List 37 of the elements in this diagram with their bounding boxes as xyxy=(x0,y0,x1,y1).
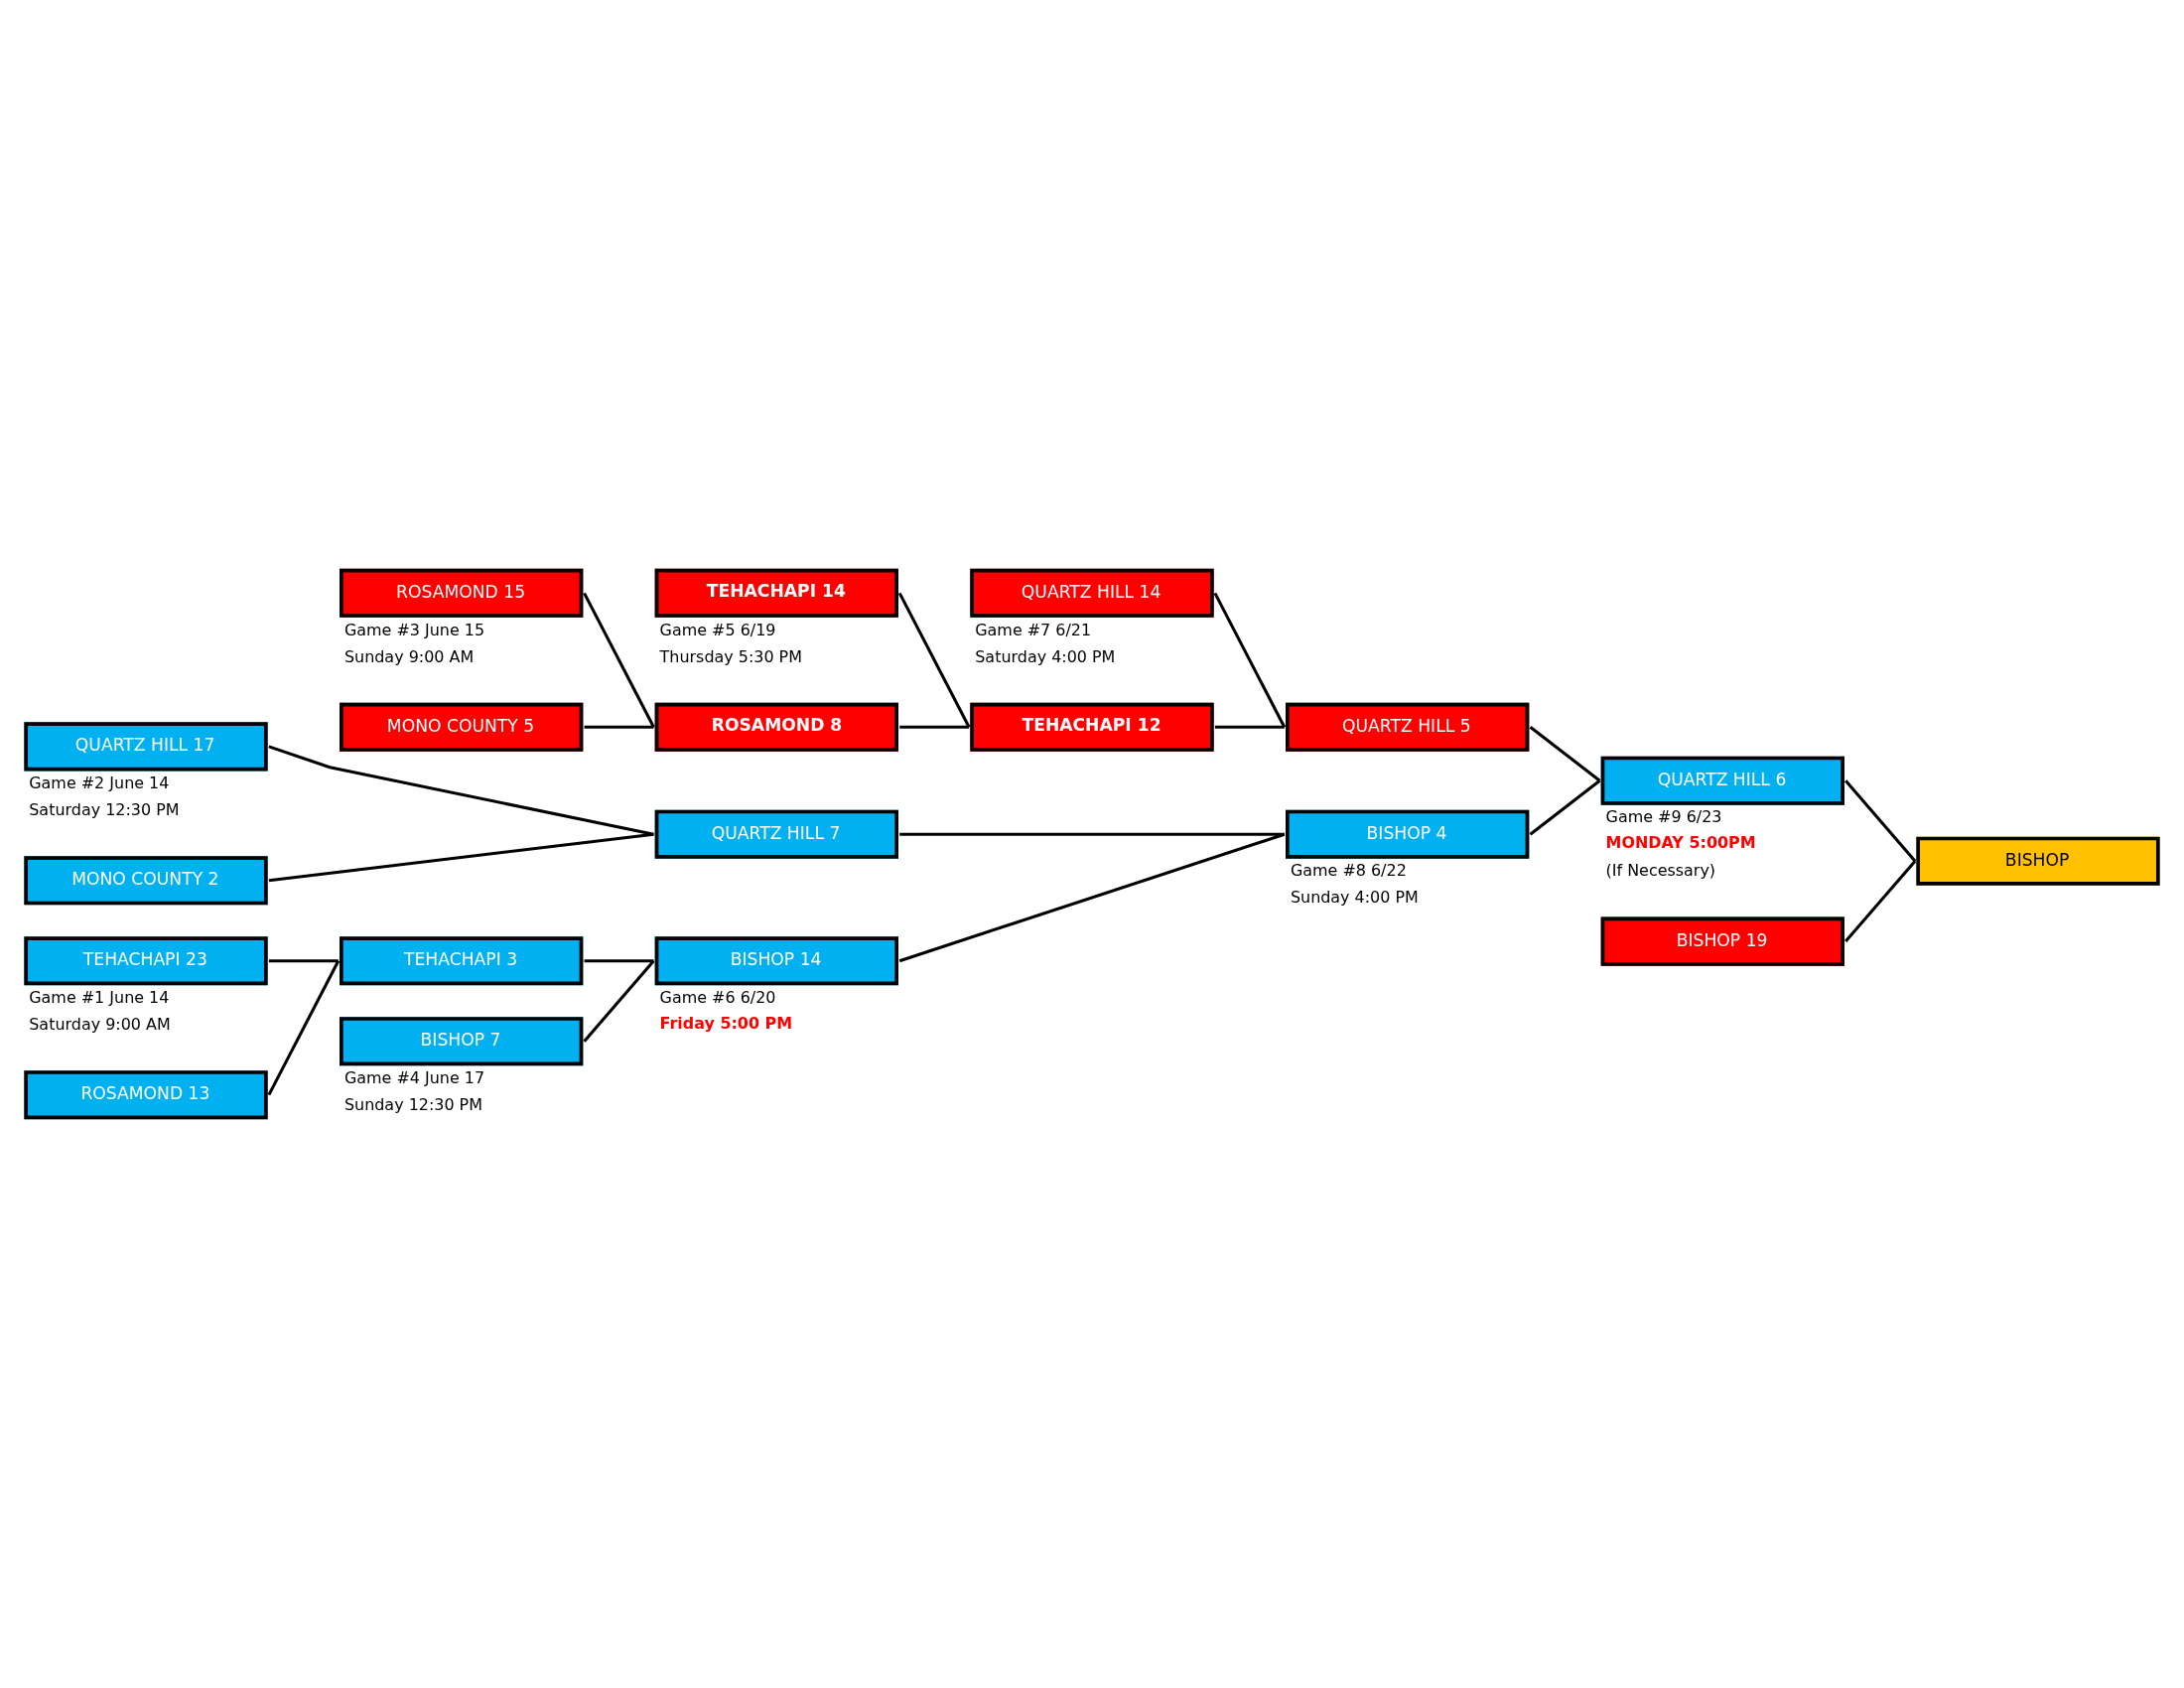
connector xyxy=(1213,592,1287,728)
node-label: Game #9 6/23 xyxy=(1605,807,1722,827)
node-label: Sunday 9:00 AM xyxy=(343,646,475,666)
connector xyxy=(1529,726,1601,782)
connector xyxy=(899,725,970,729)
connector xyxy=(268,832,654,883)
connector xyxy=(1214,725,1285,729)
node-label: Saturday 4:00 PM xyxy=(975,646,1116,666)
connector xyxy=(1844,779,1917,863)
node-label: Game #7 6/21 xyxy=(975,620,1092,639)
connector xyxy=(268,959,339,963)
node-label: Game #4 June 17 xyxy=(343,1067,485,1087)
node-label: Sunday 12:30 PM xyxy=(343,1094,482,1114)
node-label: Game #1 June 14 xyxy=(29,987,170,1007)
connector xyxy=(583,959,655,1043)
node-label: Saturday 12:30 PM xyxy=(29,800,180,820)
node-label: MONDAY 5:00PM xyxy=(1605,833,1756,853)
node-label: Thursday 5:30 PM xyxy=(659,646,802,666)
node-label: Sunday 4:00 PM xyxy=(1290,888,1419,908)
connector xyxy=(584,959,654,963)
connector xyxy=(584,725,654,729)
node-label: Game #6 6/20 xyxy=(659,987,776,1007)
node-label: (If Necessary) xyxy=(1605,861,1716,881)
connector xyxy=(267,960,341,1096)
node-label: Game #3 June 15 xyxy=(343,620,485,639)
node-label: Game #5 6/19 xyxy=(659,620,776,639)
connector xyxy=(583,592,655,728)
node-label: Game #2 June 14 xyxy=(29,774,170,793)
connector xyxy=(897,592,971,728)
connector xyxy=(1844,860,1917,943)
node-label: Game #8 6/22 xyxy=(1290,861,1407,881)
connector xyxy=(1529,779,1601,836)
node-label: Friday 5:00 PM xyxy=(659,1013,793,1033)
connector xyxy=(268,745,654,836)
connector xyxy=(899,832,1285,836)
connector xyxy=(898,832,1286,963)
node-label: Saturday 9:00 AM xyxy=(29,1014,171,1034)
